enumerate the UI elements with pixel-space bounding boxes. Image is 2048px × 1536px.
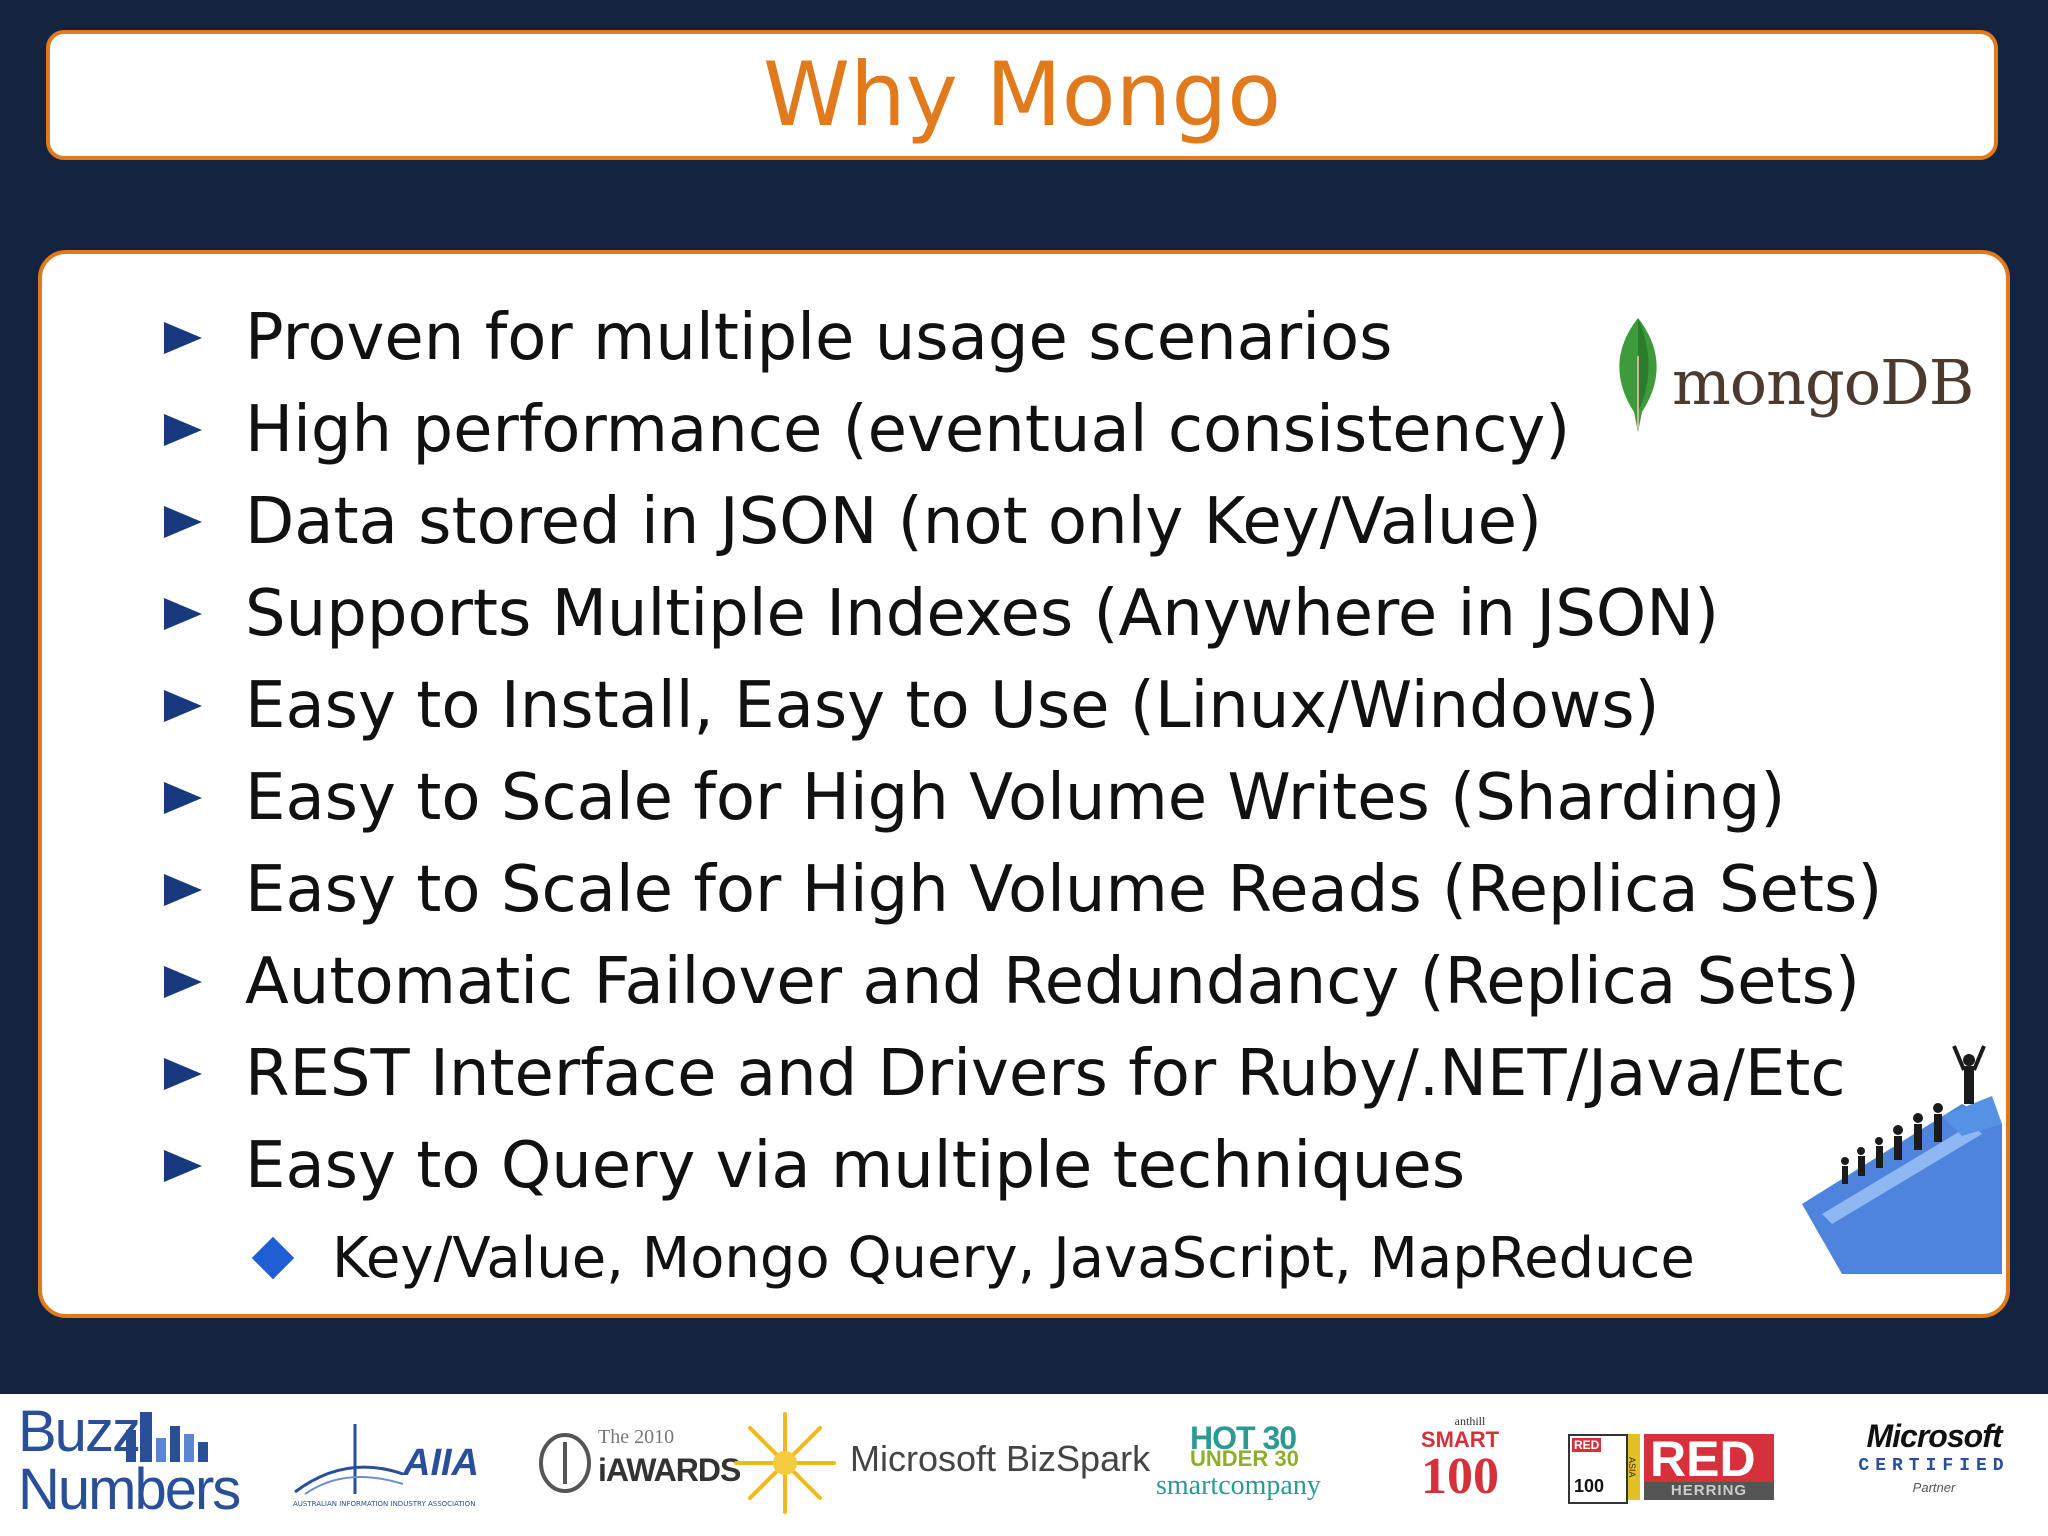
spark-icon [734, 1412, 836, 1514]
bullet-text: Supports Multiple Indexes (Anywhere in J… [245, 577, 1720, 651]
slide-title: Why Mongo [762, 43, 1282, 146]
diamond-icon [251, 1236, 295, 1280]
triangle-arrow-icon [164, 1058, 202, 1090]
buzznumbers-logo: Buzz Numbers [18, 1399, 241, 1524]
title-bar: Why Mongo [46, 30, 1998, 160]
triangle-arrow-icon [164, 322, 202, 354]
bullet-text: Proven for multiple usage scenarios [245, 301, 1393, 375]
bullet-text: Easy to Scale for High Volume Writes (Sh… [245, 761, 1786, 835]
iawards-logo: The 2010 iAWARDS [535, 1422, 741, 1512]
content-panel: Proven for multiple usage scenarios High… [38, 250, 2010, 1318]
iawards-text: iAWARDS [598, 1452, 741, 1488]
triangle-arrow-icon [164, 782, 202, 814]
smart100-logo: anthill SMART 100 [1410, 1414, 1510, 1524]
mongodb-logo: mongoDB [1570, 316, 1990, 436]
podium-people-icon [1802, 1045, 2002, 1274]
under30-text: UNDER 30 [1190, 1446, 1299, 1471]
microsoft-text: Microsoft [1866, 1418, 2003, 1454]
sub-bullet-text: Key/Value, Mongo Query, JavaScript, MapR… [332, 1225, 1695, 1291]
numbers-word: Numbers [18, 1457, 241, 1522]
anthill-text: anthill [1454, 1414, 1486, 1428]
red-100-text: 100 [1574, 1476, 1605, 1496]
triangle-arrow-icon [164, 1150, 202, 1182]
bizspark-logo: Microsoft BizSpark [730, 1404, 1150, 1524]
herring-text: HERRING [1644, 1482, 1774, 1500]
aiia-swoosh-icon [294, 1424, 404, 1495]
aiia-text: AIIA [403, 1442, 479, 1484]
buzz-word: Buzz [18, 1399, 141, 1464]
bullet-text: High performance (eventual consistency) [245, 393, 1571, 467]
mongodb-leaf-icon [1619, 318, 1657, 432]
bullet-text: Data stored in JSON (not only Key/Value) [245, 485, 1542, 559]
iawards-ring-icon [539, 1433, 591, 1493]
asia-strip: ASIA [1627, 1434, 1640, 1500]
bizspark-text: Microsoft BizSpark [850, 1438, 1151, 1479]
red-herring-wordmark: RED HERRING [1644, 1431, 1774, 1500]
bar-chart-icon [126, 1412, 208, 1462]
microsoft-certified-logo: Microsoft CERTIFIED Partner [1834, 1420, 2034, 1520]
red-herring-logo: RED 100 ASIA RED HERRING [1568, 1431, 1778, 1506]
bullet-text: Easy to Scale for High Volume Reads (Rep… [245, 853, 1883, 927]
mongodb-wordmark: mongoDB [1672, 346, 1974, 419]
red-small-text: RED [1572, 1438, 1602, 1452]
sponsor-footer: Buzz Numbers AIIA AUSTRALIAN INFORMATION… [0, 1394, 2048, 1536]
hundred-text: 100 [1421, 1448, 1499, 1505]
bullet-text: REST Interface and Drivers for Ruby/.NET… [245, 1037, 1846, 1111]
hot30-text: HOT 30 [1190, 1420, 1297, 1456]
smart-text: SMART [1420, 1427, 1500, 1452]
partner-text: Partner [1912, 1480, 1956, 1495]
bullet-text: Easy to Query via multiple techniques [245, 1129, 1466, 1203]
smartcompany-text: smartcompany [1156, 1470, 1321, 1501]
triangle-arrow-icon [164, 414, 202, 446]
hot30-logo: HOT 30 UNDER 30 smartcompany [1150, 1420, 1350, 1514]
triangle-arrow-icon [164, 506, 202, 538]
certified-text: CERTIFIED [1858, 1456, 2010, 1476]
triangle-arrow-icon [164, 874, 202, 906]
iawards-year: The 2010 [598, 1426, 675, 1448]
triangle-arrow-icon [164, 598, 202, 630]
red-herring-finalist-badge: RED 100 [1568, 1434, 1628, 1504]
aiia-logo: AIIA AUSTRALIAN INFORMATION INDUSTRY ASS… [285, 1414, 479, 1514]
bullet-text: Easy to Install, Easy to Use (Linux/Wind… [245, 669, 1660, 743]
triangle-arrow-icon [164, 966, 202, 998]
triangle-arrow-icon [164, 690, 202, 722]
bullet-text: Automatic Failover and Redundancy (Repli… [245, 945, 1860, 1019]
aiia-subtitle: AUSTRALIAN INFORMATION INDUSTRY ASSOCIAT… [293, 1500, 476, 1508]
red-big-text: RED [1650, 1431, 1756, 1487]
